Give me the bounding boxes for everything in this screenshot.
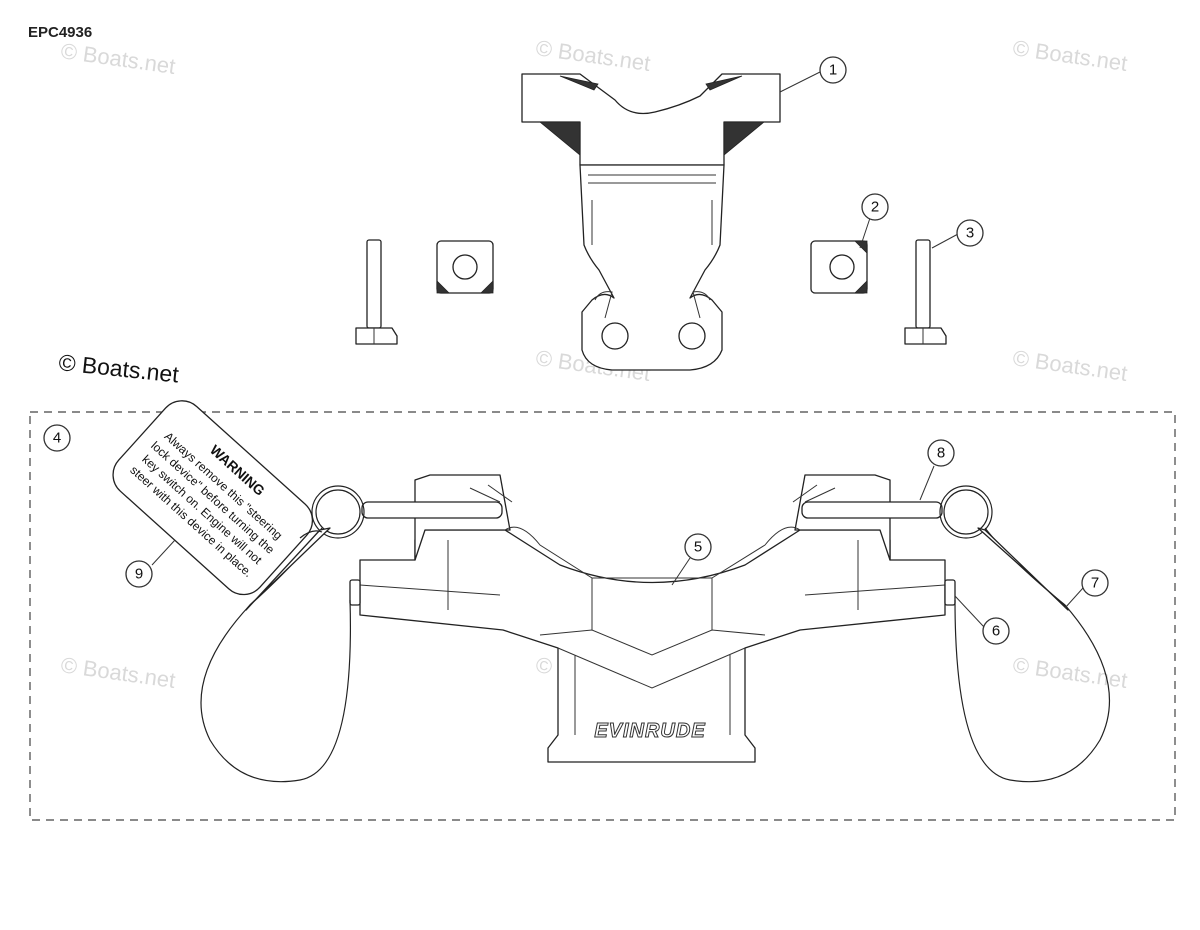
callout-4[interactable]: 4 bbox=[43, 424, 71, 452]
callout-2[interactable]: 2 bbox=[861, 193, 889, 221]
diagram-code: EPC4936 bbox=[28, 24, 93, 41]
svg-text:2: 2 bbox=[871, 199, 879, 216]
watermark: © Boats.net bbox=[59, 38, 177, 79]
svg-text:7: 7 bbox=[1091, 575, 1099, 592]
svg-text:8: 8 bbox=[937, 445, 945, 462]
callout-3[interactable]: 3 bbox=[956, 219, 984, 247]
part-3-bolts bbox=[355, 239, 947, 345]
svg-text:3: 3 bbox=[966, 225, 974, 242]
callout-1[interactable]: 1 bbox=[819, 56, 847, 84]
kit-boundary-4 bbox=[29, 411, 1176, 821]
watermark-main: © Boats.net bbox=[57, 349, 180, 388]
svg-text:9: 9 bbox=[135, 566, 143, 583]
callout-5[interactable]: 5 bbox=[684, 533, 712, 561]
watermark: © Boats.net bbox=[534, 35, 652, 76]
svg-text:4: 4 bbox=[53, 430, 61, 447]
svg-text:5: 5 bbox=[694, 539, 702, 556]
part-7-lanyards bbox=[200, 527, 1111, 783]
watermark: © Boats.net bbox=[1011, 35, 1129, 76]
watermark: © Boats.net bbox=[1011, 652, 1129, 693]
callout-6[interactable]: 6 bbox=[982, 617, 1010, 645]
part-1-bracket bbox=[521, 73, 781, 371]
brand-label: EVINRUDE bbox=[594, 720, 705, 742]
tag-loop bbox=[299, 530, 323, 539]
callout-9[interactable]: 9 bbox=[125, 560, 153, 588]
callout-8[interactable]: 8 bbox=[927, 439, 955, 467]
callout-7[interactable]: 7 bbox=[1081, 569, 1109, 597]
svg-text:1: 1 bbox=[829, 62, 837, 79]
part-8-pins bbox=[311, 484, 993, 539]
leader-lines bbox=[151, 71, 1084, 628]
watermark: © Boats.net bbox=[59, 652, 177, 693]
watermark: © Boats.net bbox=[1011, 345, 1129, 386]
part-9-warning-tag: WARNING Always remove this "steering loc… bbox=[112, 400, 314, 596]
svg-text:6: 6 bbox=[992, 623, 1000, 640]
part-2-nuts bbox=[436, 240, 868, 294]
